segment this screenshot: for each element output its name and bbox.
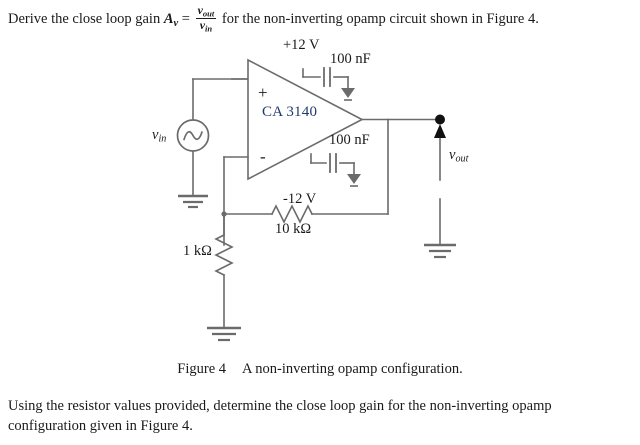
feedback-resistor-value: 10 kΩ [275,221,312,237]
positive-supply-label: +12 V [283,37,320,53]
ac-source-sine-icon [183,130,203,141]
capacitor-positive-value: 100 nF [330,51,371,67]
equals-sign: = [178,11,194,28]
fraction-numerator-sub: out [202,8,215,19]
input-source-label: vin [152,128,166,145]
fraction-denominator: vin [196,19,217,33]
fraction-numerator-var: v [197,3,203,17]
figure-number: Figure 4 [177,361,227,377]
input-source-label-var: v [152,127,159,143]
problem-top-prefix: Derive the close loop gain [8,11,164,28]
fraction-numerator: vout [195,3,217,20]
gain-subscript: v [173,18,179,30]
figure-caption: Figure 4 A non-inverting opamp configurat… [0,361,640,378]
vout-arrow-head [434,124,446,138]
ground-resistor-value: 1 kΩ [183,243,212,259]
feedback-junction-dot [221,211,227,217]
output-label-sub: out [455,153,469,165]
opamp-triangle [247,58,364,181]
resistor-1k-zigzag [214,233,234,277]
ground-r1 [207,326,241,342]
fraction-denominator-sub: in [204,23,213,34]
figure-caption-text: A non-inverting opamp configuration. [242,361,463,377]
inverting-input-label: - [260,147,266,166]
negative-supply-label: -12 V [283,191,317,207]
problem-top-suffix: for the non-inverting opamp circuit show… [218,11,539,28]
problem-statement-bottom: Using the resistor values provided, dete… [8,398,552,434]
circuit-svg [176,58,456,342]
capacitor-negative-value: 100 nF [329,132,370,148]
output-label: vout [449,148,468,165]
gain-symbol: A [163,11,174,28]
output-node-dot [435,114,445,125]
ground-cap-positive [341,88,355,101]
ground-source [178,194,208,209]
circuit-diagram: +12 V -12 V 100 nF 100 nF CA 3140 + - 10… [0,32,640,362]
noninverting-input-label: + [258,83,268,102]
ground-output [424,243,456,259]
opamp-part-number: CA 3140 [262,104,318,120]
fraction-denominator-var: v [199,18,205,33]
ground-cap-negative [347,174,361,187]
output-label-var: v [449,147,456,163]
input-source-label-sub: in [158,133,167,145]
resistor-10k-zigzag [270,204,314,224]
